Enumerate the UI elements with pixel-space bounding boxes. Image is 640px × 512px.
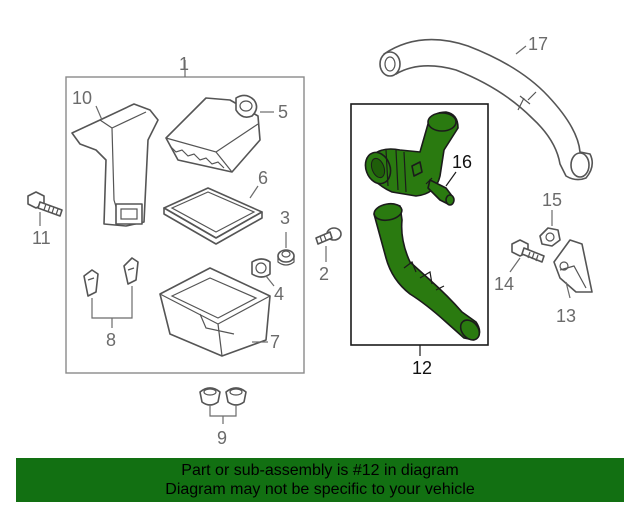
callout-15: 15: [542, 190, 562, 210]
assembly-box-12: [350, 103, 489, 346]
callout-12: 12: [412, 358, 432, 378]
part-4-grommet: [251, 258, 271, 278]
banner-line-2: Diagram may not be specific to your vehi…: [165, 481, 475, 498]
part-13-bracket: [553, 239, 593, 293]
part-9-nuts: [199, 387, 247, 406]
callout-16: 16: [452, 152, 472, 172]
parts-diagram: 1 10 5 6 3 4: [27, 34, 594, 448]
part-12-air-tube-lower: [373, 202, 481, 341]
leader-16: [445, 171, 457, 187]
callout-7: 7: [270, 332, 280, 352]
callout-17: 17: [528, 34, 548, 54]
part-6-air-filter: [163, 187, 263, 245]
callout-2: 2: [319, 264, 329, 284]
part-10-intake-duct: [71, 103, 159, 227]
callout-9: 9: [217, 428, 227, 448]
callout-6: 6: [258, 168, 268, 188]
callout-11: 11: [32, 228, 51, 248]
part-5-airbox-cover: [165, 94, 261, 173]
part-2-screw: [315, 227, 342, 245]
part-17-upper-duct: [379, 38, 594, 181]
banner-line-1: Part or sub-assembly is #12 in diagram: [181, 462, 459, 479]
callout-3: 3: [280, 208, 290, 228]
part-14-bolt: [511, 239, 545, 263]
part-16-sensor: [425, 177, 455, 206]
callout-4: 4: [274, 284, 284, 304]
callout-5: 5: [278, 102, 288, 122]
part-3-clip: [277, 249, 295, 266]
part-7-lower-airbox: [159, 267, 271, 357]
callout-13: 13: [556, 306, 576, 326]
callout-10: 10: [72, 88, 92, 108]
part-8-clips: [83, 257, 139, 297]
callout-14: 14: [494, 274, 514, 294]
part-15-nut: [539, 227, 561, 247]
callout-1: 1: [179, 54, 189, 74]
part-12-air-tube-upper: [364, 111, 459, 197]
part-11-bolt: [27, 191, 63, 217]
callout-8: 8: [106, 330, 116, 350]
info-banner: Part or sub-assembly is #12 in diagram D…: [16, 458, 624, 502]
